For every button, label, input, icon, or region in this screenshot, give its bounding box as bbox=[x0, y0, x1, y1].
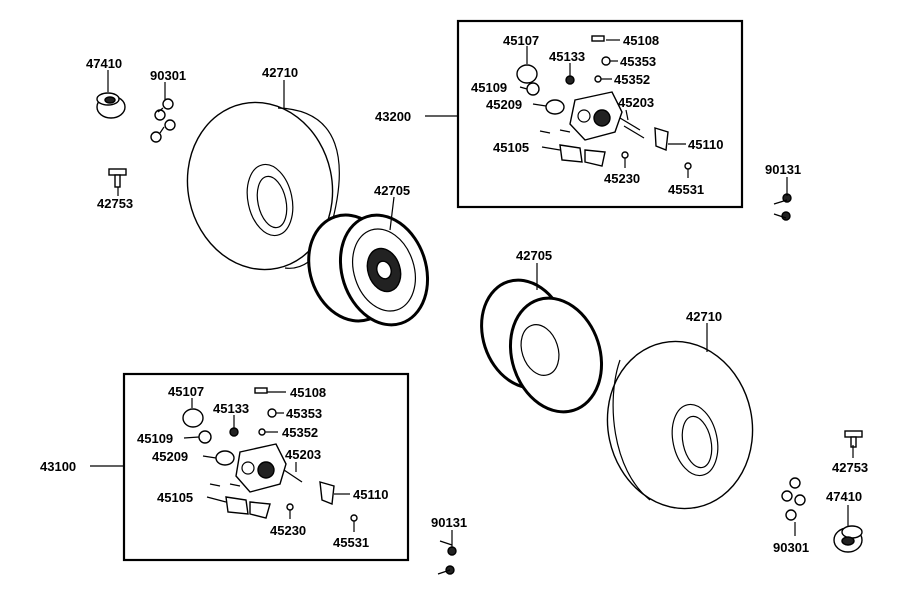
caliper-parts-bottom bbox=[182, 387, 358, 522]
label-90131-right: 90131 bbox=[765, 162, 801, 177]
label-45353-top: 45353 bbox=[620, 54, 656, 69]
label-45133-bottom: 45133 bbox=[213, 401, 249, 416]
label-45105-bottom: 45105 bbox=[157, 490, 193, 505]
label-47410-bottom: 47410 bbox=[826, 489, 862, 504]
label-42753-bottom: 42753 bbox=[832, 460, 868, 475]
label-47410-top: 47410 bbox=[86, 56, 122, 71]
label-45107-bottom: 45107 bbox=[168, 384, 204, 399]
valve-stem-42753-bottom bbox=[844, 430, 863, 448]
bolt-set-90301-bottom bbox=[781, 477, 806, 521]
caliper-assembly-box-43100 bbox=[122, 372, 410, 562]
label-45110-top: 45110 bbox=[688, 137, 723, 152]
label-45230-top: 45230 bbox=[604, 171, 640, 186]
label-45109-top: 45109 bbox=[471, 80, 507, 95]
caliper-assembly-box-43200 bbox=[456, 19, 744, 209]
label-45109-bottom: 45109 bbox=[137, 431, 173, 446]
valve-stem-42753-top bbox=[108, 168, 127, 188]
label-42710-right: 42710 bbox=[686, 309, 722, 324]
hub-cap-47410-bottom bbox=[833, 525, 863, 553]
label-45531-bottom: 45531 bbox=[333, 535, 369, 550]
label-45203-top: 45203 bbox=[618, 95, 654, 110]
label-42705-top: 42705 bbox=[374, 183, 410, 198]
label-45209-top: 45209 bbox=[486, 97, 522, 112]
rim-42705-middle bbox=[480, 278, 604, 414]
label-45105-top: 45105 bbox=[493, 140, 529, 155]
label-45108-bottom: 45108 bbox=[290, 385, 326, 400]
label-45107-top: 45107 bbox=[503, 33, 539, 48]
label-43100: 43100 bbox=[40, 459, 76, 474]
tire-42710-right bbox=[606, 340, 754, 510]
label-45110-bottom: 45110 bbox=[353, 487, 388, 502]
bolt-set-90131-right bbox=[773, 193, 792, 221]
label-42753-top: 42753 bbox=[97, 196, 133, 211]
label-42710-top: 42710 bbox=[262, 65, 298, 80]
rim-42705-top bbox=[307, 213, 430, 327]
label-45203-bottom: 45203 bbox=[285, 447, 321, 462]
label-45230-bottom: 45230 bbox=[270, 523, 306, 538]
bolt-set-90301-top bbox=[150, 98, 176, 143]
label-45209-bottom: 45209 bbox=[152, 449, 188, 464]
label-45352-top: 45352 bbox=[614, 72, 650, 87]
label-90131-bottom: 90131 bbox=[431, 515, 467, 530]
label-43200: 43200 bbox=[375, 109, 411, 124]
label-45108-top: 45108 bbox=[623, 33, 659, 48]
leader-lines bbox=[90, 39, 854, 548]
label-90301-top: 90301 bbox=[150, 68, 186, 83]
label-90301-bottom: 90301 bbox=[773, 540, 809, 555]
label-45133-top: 45133 bbox=[549, 49, 585, 64]
tire-42710-top bbox=[186, 101, 340, 271]
label-45353-bottom: 45353 bbox=[286, 406, 322, 421]
label-45352-bottom: 45352 bbox=[282, 425, 318, 440]
label-45531-top: 45531 bbox=[668, 182, 704, 197]
caliper-parts-top bbox=[516, 35, 692, 170]
bolt-set-90131-bottom bbox=[437, 540, 457, 575]
label-42705-middle: 42705 bbox=[516, 248, 552, 263]
hub-cap-47410-top bbox=[96, 92, 126, 119]
